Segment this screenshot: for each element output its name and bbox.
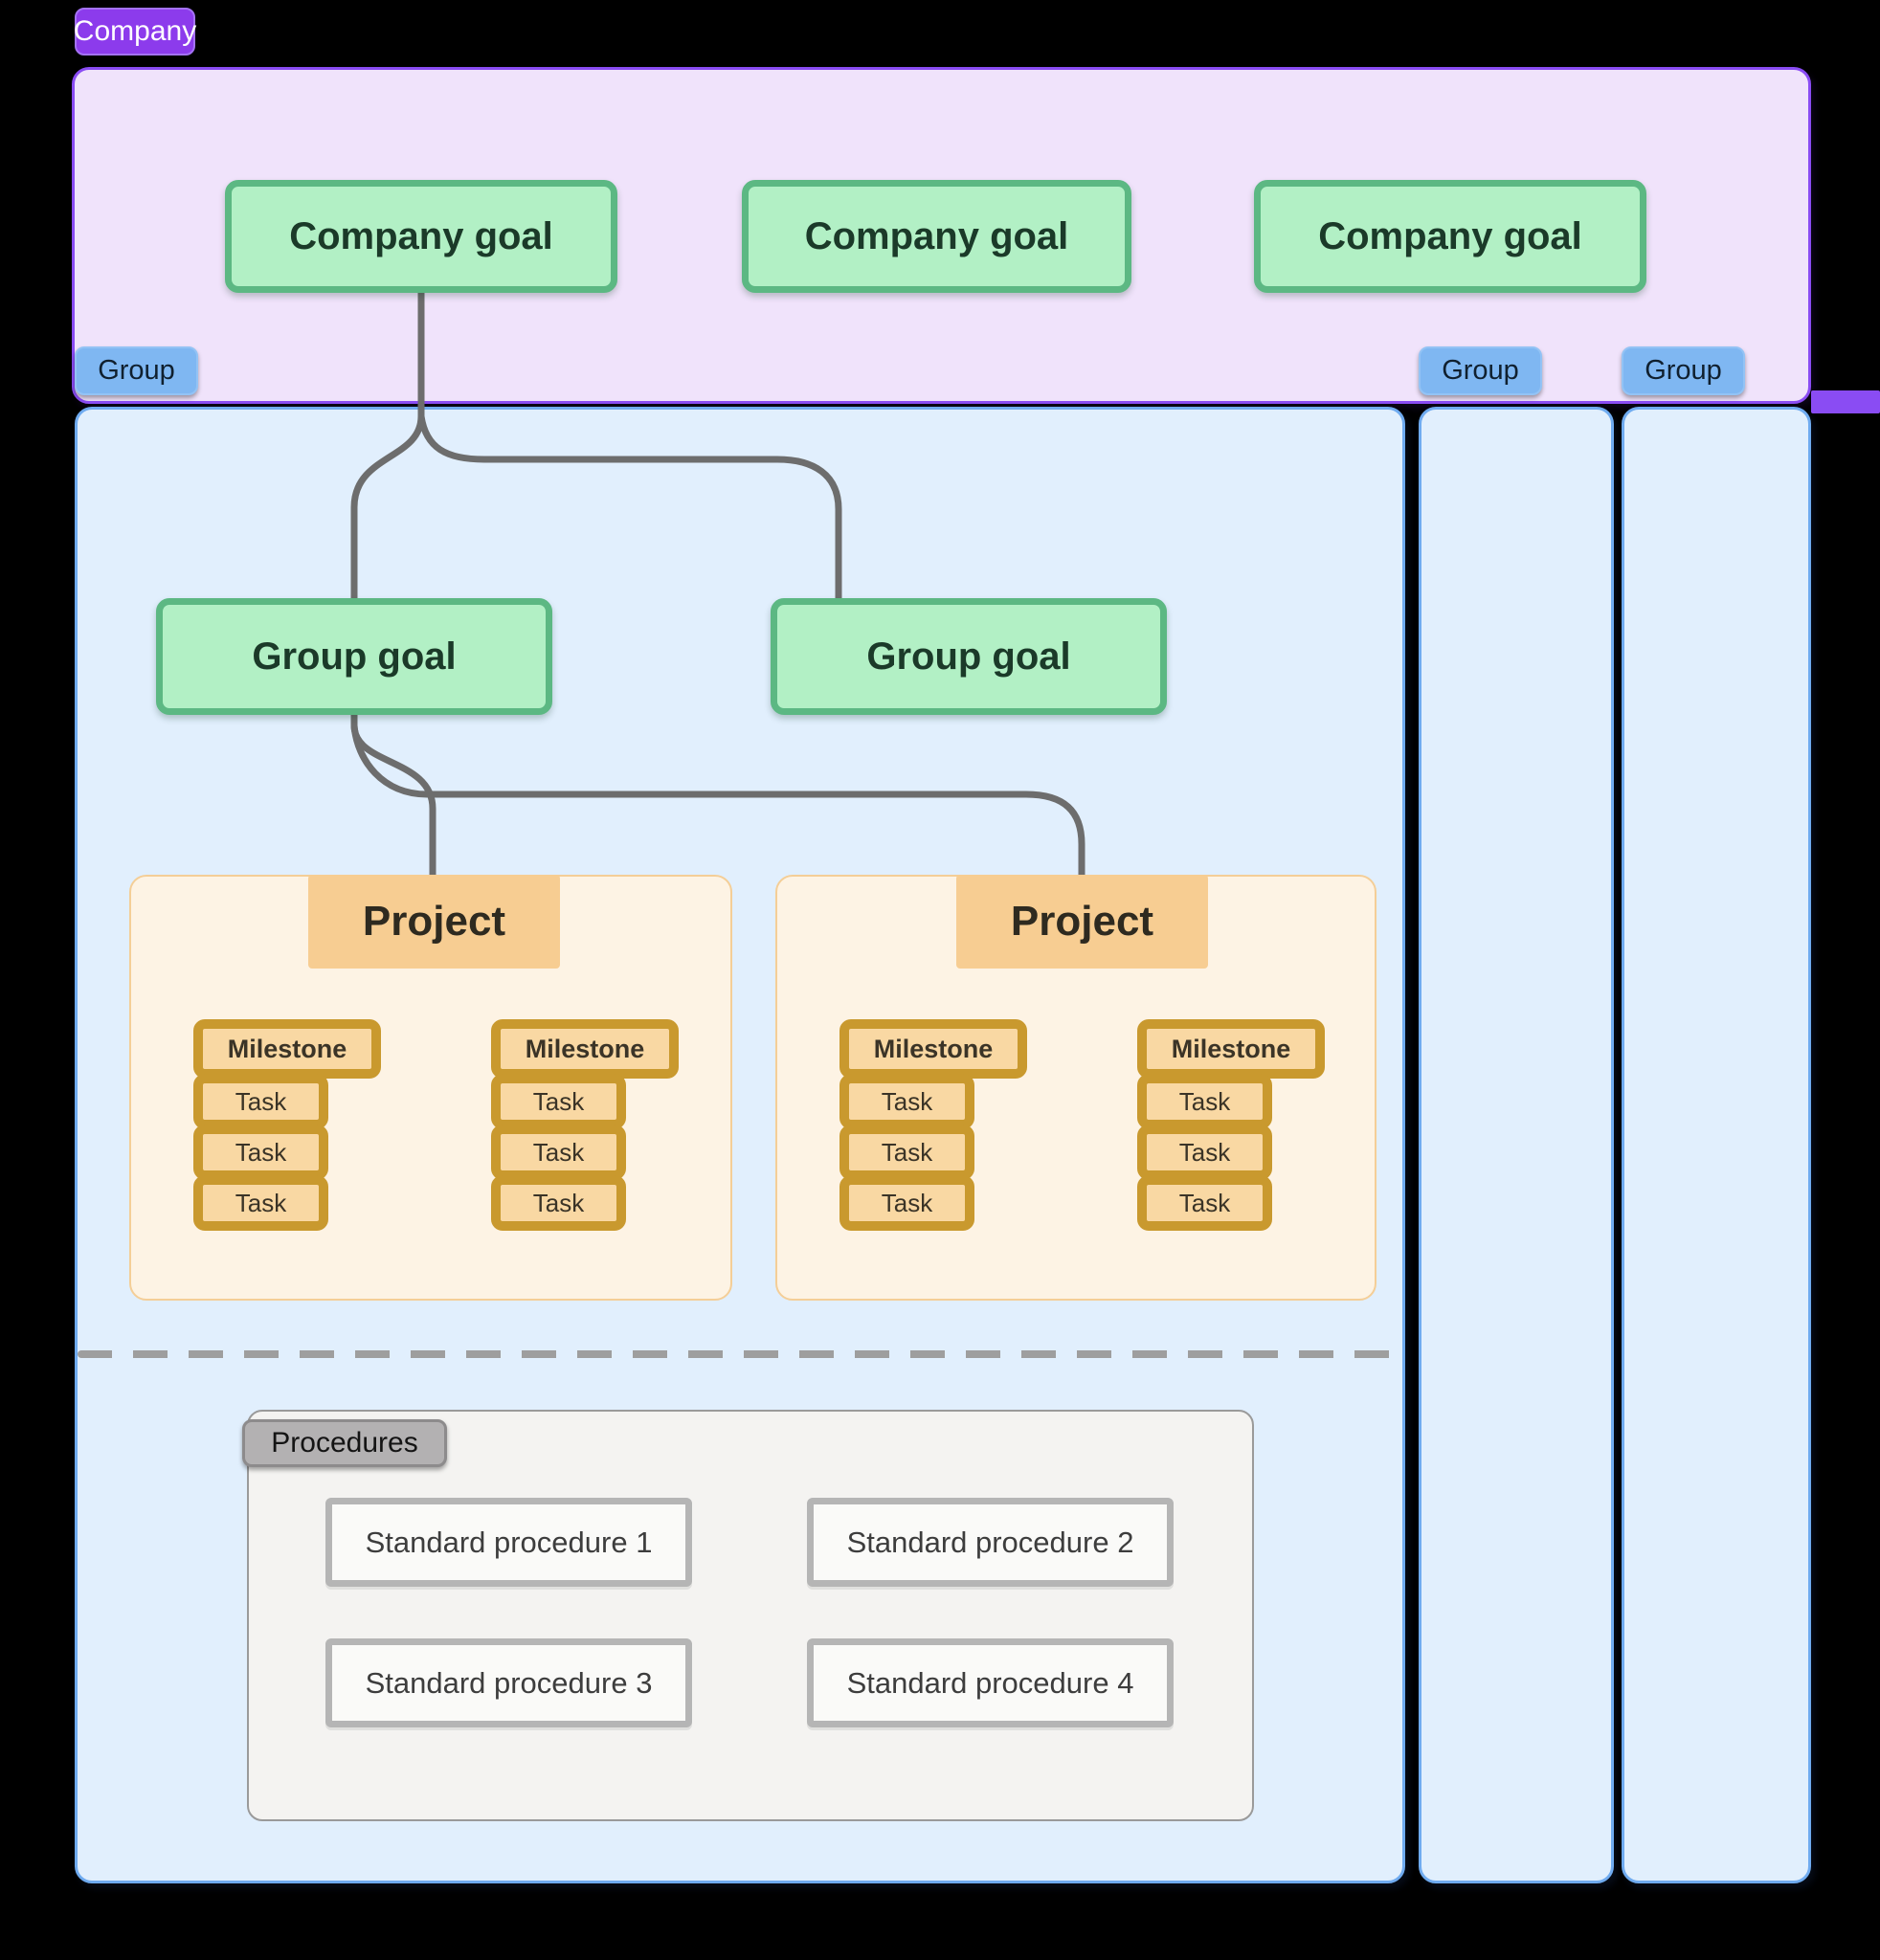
company-goal-2[interactable]: Company goal [742,180,1131,293]
project-1-header[interactable]: Project [308,875,560,969]
task-box[interactable]: Task [1137,1074,1272,1129]
task-box[interactable]: Task [193,1074,328,1129]
milestone-box[interactable]: Milestone [839,1019,1027,1079]
group-section-3-label[interactable]: Group [1622,346,1745,395]
company-goal-1[interactable]: Company goal [225,180,617,293]
group-goal-1[interactable]: Group goal [156,598,552,715]
task-box[interactable]: Task [1137,1175,1272,1231]
company-section-label[interactable]: Company [74,8,196,56]
group-section-main-label[interactable]: Group [75,346,198,395]
procedures-section-label[interactable]: Procedures [242,1419,447,1467]
task-box[interactable]: Task [1137,1125,1272,1180]
procedure-box-4[interactable]: Standard procedure 4 [807,1638,1174,1727]
task-box[interactable]: Task [193,1175,328,1231]
task-box[interactable]: Task [839,1175,974,1231]
task-box[interactable]: Task [839,1125,974,1180]
task-box[interactable]: Task [491,1074,626,1129]
task-box[interactable]: Task [491,1175,626,1231]
milestone-box[interactable]: Milestone [193,1019,381,1079]
group-section-3[interactable] [1622,407,1811,1883]
project-2-header[interactable]: Project [956,875,1208,969]
procedure-box-1[interactable]: Standard procedure 1 [325,1498,692,1587]
procedure-box-3[interactable]: Standard procedure 3 [325,1638,692,1727]
task-box[interactable]: Task [193,1125,328,1180]
milestone-box[interactable]: Milestone [1137,1019,1325,1079]
milestone-box[interactable]: Milestone [491,1019,679,1079]
milestone-group-2: Milestone Task Task Task [491,1019,679,1231]
task-box[interactable]: Task [491,1125,626,1180]
group-section-2-label[interactable]: Group [1419,346,1542,395]
group-section-2[interactable] [1419,407,1614,1883]
group-goal-2[interactable]: Group goal [771,598,1167,715]
milestone-group-3: Milestone Task Task Task [839,1019,1027,1231]
company-goal-3[interactable]: Company goal [1254,180,1646,293]
procedures-section[interactable] [247,1410,1254,1821]
task-box[interactable]: Task [839,1074,974,1129]
procedure-box-2[interactable]: Standard procedure 2 [807,1498,1174,1587]
milestone-group-1: Milestone Task Task Task [193,1019,381,1231]
milestone-group-4: Milestone Task Task Task [1137,1019,1325,1231]
section-divider-dashed[interactable] [78,1350,1402,1358]
company-section-edge-stub [1811,390,1880,413]
